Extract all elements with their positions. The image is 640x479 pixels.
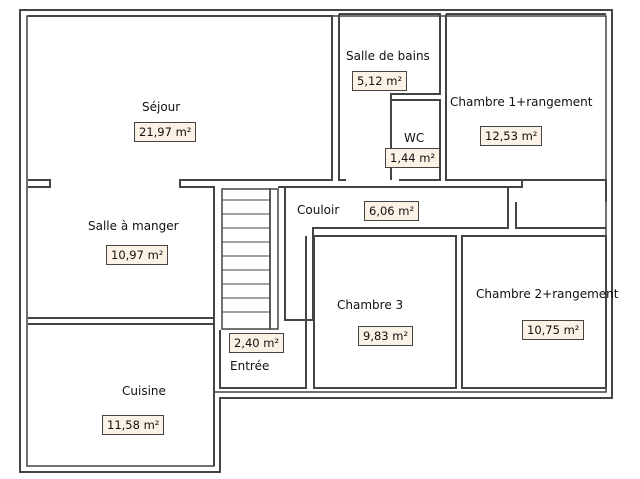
room-name-cuisine: Cuisine [122, 384, 166, 398]
room-area-couloir: 6,06 m² [364, 201, 420, 221]
wall-chambre3 [313, 235, 457, 389]
wall-entree [219, 236, 307, 389]
room-name-salle-bains: Salle de bains [346, 49, 430, 63]
room-area-entree: 2,40 m² [229, 333, 285, 353]
wall-sejour [28, 15, 333, 318]
room-name-chambre2: Chambre 2+rangement [476, 287, 619, 301]
wall-couloir [278, 186, 509, 321]
room-name-sejour: Séjour [142, 100, 181, 114]
room-area-sejour: 21,97 m² [134, 122, 197, 142]
room-name-couloir: Couloir [297, 203, 340, 217]
staircase-post [269, 188, 279, 330]
room-area-salle-manger: 10,97 m² [106, 245, 169, 265]
wall-wc [391, 99, 441, 181]
room-area-chambre2: 10,75 m² [522, 320, 585, 340]
wall-salle-manger [28, 317, 215, 466]
room-area-chambre1: 12,53 m² [480, 126, 543, 146]
wall-sejour-left [28, 179, 51, 188]
stair-steps [222, 199, 270, 313]
room-area-chambre3: 9,83 m² [358, 326, 414, 346]
room-name-salle-manger: Salle à manger [88, 219, 179, 233]
room-area-cuisine: 11,58 m² [102, 415, 165, 435]
staircase [221, 188, 271, 330]
wall-sejour-right [338, 14, 346, 181]
room-name-entree: Entrée [230, 359, 270, 373]
wall-salle-bains [339, 13, 441, 180]
room-name-chambre1: Chambre 1+rangement [450, 95, 593, 109]
wall-couloir-right [515, 202, 606, 229]
wall-chambre1-bottom [446, 179, 607, 202]
room-area-wc: 1,44 m² [385, 148, 441, 168]
room-area-salle-bains: 5,12 m² [352, 71, 408, 91]
room-name-wc: WC [404, 131, 425, 145]
room-name-chambre3: Chambre 3 [337, 298, 404, 312]
wall-chambre2 [461, 235, 607, 389]
outer-wall [19, 9, 613, 473]
